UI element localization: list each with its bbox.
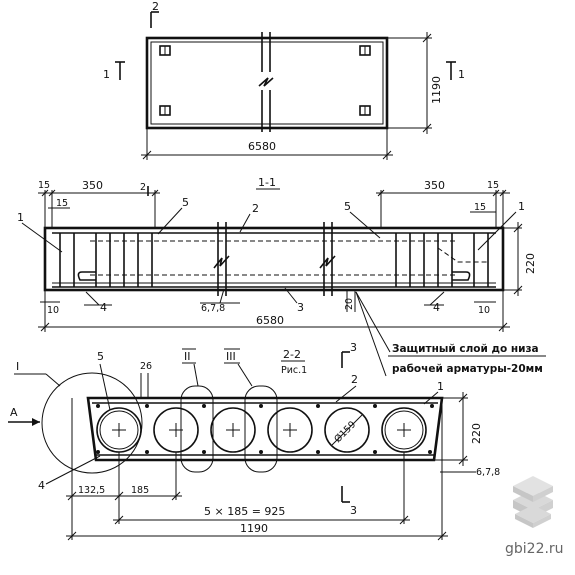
detail-III-outline (244, 385, 278, 473)
plan-outline (145, 36, 389, 130)
section-1-marker-left: 1 (103, 61, 125, 81)
end-stirrups (59, 233, 489, 287)
section-2-2: 2-2 Рис.1 I II III (8, 341, 500, 541)
dim-right-350: 350 (424, 179, 445, 192)
hollow-core-3 (210, 407, 256, 453)
section-2-2-height-dimension: 220 (434, 392, 483, 466)
pos-678: 6,7,8 (201, 303, 225, 314)
dim-bottom-mid: 20 (344, 298, 355, 310)
pos-2: 2 (252, 202, 259, 215)
top-right-dimensions: 350 15 15 (376, 179, 510, 228)
pos-3: 3 (297, 301, 304, 314)
watermark-logo-icon (513, 476, 553, 528)
section-2-2-width-value: 1190 (240, 522, 268, 535)
section-2-label-top: 2 (152, 0, 159, 13)
pos-4-left: 4 (100, 301, 107, 314)
plan-view: 2 1 1 6580 1190 (103, 0, 465, 160)
pos-2-2-2: 2 (351, 373, 358, 386)
dim-left-outer: 15 (38, 180, 50, 191)
section-2-2-position-labels: 5 26 2 1 4 6,7,8 (38, 350, 500, 492)
section-2-2-title: 2-2 (283, 348, 301, 361)
plan-break-zigzag (258, 77, 274, 87)
section-1-1-length-value: 6580 (256, 314, 284, 327)
pos-4-right: 4 (433, 301, 440, 314)
pos-678-2-2: 6,7,8 (476, 467, 500, 478)
dim-pitch: 5 × 185 = 925 (204, 505, 285, 518)
plan-length-dimension: 6580 (141, 128, 393, 160)
plan-width-dimension: 1190 (387, 32, 443, 134)
pos-1-2-2: 1 (437, 380, 444, 393)
section-1-1-bottom-dimensions: 10 10 6580 20 (38, 290, 510, 332)
hollow-cores (96, 407, 427, 453)
pos-5-right: 5 (344, 200, 351, 213)
dim-26: 26 (140, 361, 152, 372)
section-1-label-left: 1 (103, 68, 110, 81)
section-1-1-outline (43, 226, 505, 292)
section-3-bottom: 3 (350, 504, 357, 517)
dim-bottom-left: 10 (47, 305, 59, 316)
section-1-1-height-dimension: 220 (503, 222, 537, 296)
pos-4-2-2: 4 (38, 479, 45, 492)
right-inclined-bar (437, 247, 488, 263)
section-3-top: 3 (350, 341, 357, 354)
plan-width-value: 1190 (430, 76, 443, 104)
top-left-dimensions: 15 15 350 2 (38, 179, 160, 228)
roman-II: II (184, 350, 191, 363)
right-lifting-hook (452, 271, 471, 281)
plan-inner-outline (150, 41, 384, 125)
view-A-arrow: A (8, 406, 40, 426)
section-2-2-subtitle: Рис.1 (281, 365, 307, 376)
view-A-label: A (10, 406, 18, 419)
section-2-2-height-value: 220 (470, 423, 483, 444)
left-lifting-hook (77, 271, 96, 281)
dim-right-outer: 15 (487, 180, 499, 191)
hollow-core-5 (324, 407, 370, 453)
section-1-1-height-value: 220 (524, 253, 537, 274)
watermark: gbi22.ru (505, 476, 564, 557)
section-2-mark-in-1-1: 2 (140, 182, 146, 193)
lifting-loops (159, 45, 371, 116)
hollow-core-4 (267, 407, 313, 453)
dim-bottom-right: 10 (478, 305, 490, 316)
section-1-1-break-zigzag (213, 255, 336, 269)
pos-1-left: 1 (17, 211, 24, 224)
section-1-1-position-labels: 1 1 2 3 4 4 5 5 6,7,8 (17, 196, 525, 314)
roman-III: III (226, 350, 236, 363)
cover-layer-note: Защитный слой до низа рабочей арматуры-2… (355, 291, 546, 377)
note-line-1: Защитный слой до низа (392, 343, 539, 355)
section-2-2-bottom-dimensions: 132,5 185 5 × 185 = 925 1190 (66, 398, 448, 541)
section-3-markers: 3 3 (341, 341, 357, 517)
pos-1-right: 1 (518, 200, 525, 213)
roman-I: I (16, 360, 19, 373)
section-1-1-title: 1-1 (258, 176, 276, 189)
pos-5-left: 5 (182, 196, 189, 209)
plan-break-lines (261, 32, 271, 132)
dim-left-inner: 15 (56, 198, 68, 209)
note-line-2: рабочей арматуры-20мм (392, 363, 543, 375)
rebar-dots (96, 404, 434, 454)
section-1-1: 1-1 (17, 176, 537, 332)
dim-185: 185 (131, 485, 149, 496)
section-2-marker-top: 2 (150, 0, 159, 28)
detail-I-circle (41, 372, 143, 474)
detail-II-outline (180, 385, 214, 473)
section-1-marker-right: 1 (446, 61, 465, 81)
pos-5-2-2: 5 (97, 350, 104, 363)
dim-right-inner: 15 (474, 202, 486, 213)
dim-left-350: 350 (82, 179, 103, 192)
plan-length-value: 6580 (248, 140, 276, 153)
section-1-label-right: 1 (458, 68, 465, 81)
dim-132-5: 132,5 (78, 485, 105, 496)
watermark-site: gbi22.ru (505, 541, 564, 557)
